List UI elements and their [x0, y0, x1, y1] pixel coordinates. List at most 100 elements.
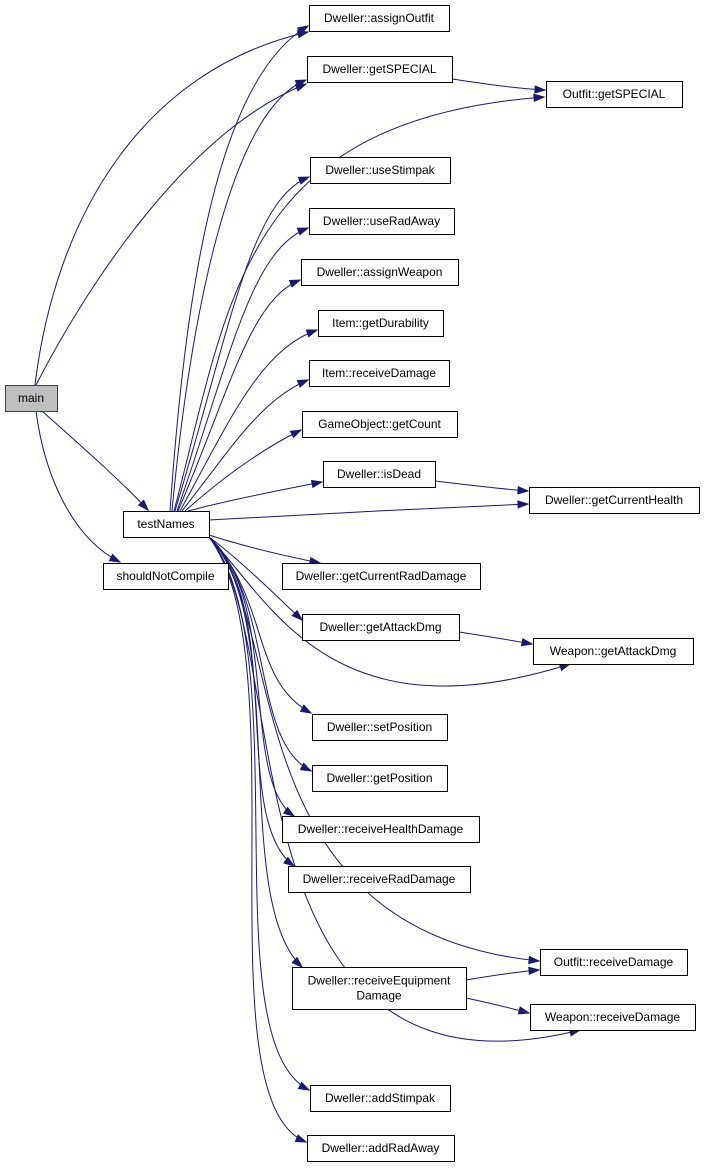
node-label: main [18, 391, 44, 405]
edge-line [181, 379, 309, 512]
edge-line [458, 631, 533, 645]
edge-testNames-isDead [187, 479, 324, 512]
edge-main-assignOutfit [34, 30, 310, 386]
arrowhead-icon [528, 966, 541, 976]
edge-line [179, 329, 318, 512]
node-gameObjectGetCount[interactable]: GameObject::getCount [302, 411, 458, 438]
arrowhead-icon [108, 553, 122, 563]
node-useRadAway[interactable]: Dweller::useRadAway [309, 208, 455, 235]
node-receiveRadDamage[interactable]: Dweller::receiveRadDamage [288, 866, 471, 893]
node-label: Weapon::getAttackDmg [550, 644, 677, 658]
edge-line [35, 410, 121, 563]
edge-line [434, 480, 529, 492]
edge-layer [34, 25, 582, 1143]
edge-line [41, 410, 149, 511]
node-box [5, 385, 58, 412]
node-label: Dweller::useStimpak [325, 163, 435, 177]
node-itemReceiveDamage[interactable]: Item::receiveDamage [309, 360, 450, 387]
node-box [282, 563, 481, 590]
edge-line [208, 536, 295, 817]
node-assignOutfit[interactable]: Dweller::assignOutfit [309, 5, 450, 32]
node-outfitGetSPECIAL[interactable]: Outfit::getSPECIAL [546, 81, 683, 108]
edge-testNames-gameObjectGetCount [184, 429, 303, 512]
edge-line [176, 227, 309, 512]
edge-line [208, 536, 310, 1091]
arrowhead-icon [137, 499, 150, 512]
node-label: Dweller::receiveHealthDamage [298, 822, 464, 836]
edge-line [208, 536, 571, 687]
edge-isDead-getCurrentHealth [434, 480, 530, 495]
node-label: Dweller::assignOutfit [324, 11, 435, 25]
node-addRadAway[interactable]: Dweller::addRadAway [307, 1135, 455, 1162]
arrowhead-icon [520, 637, 534, 647]
arrowhead-icon [310, 479, 324, 489]
arrowhead-icon [533, 93, 546, 102]
node-shouldNotCompile[interactable]: shouldNotCompile [103, 563, 229, 590]
node-weaponGetAttackDmg[interactable]: Weapon::getAttackDmg [533, 638, 694, 665]
node-setPosition[interactable]: Dweller::setPosition [312, 714, 448, 741]
arrowhead-icon [299, 762, 313, 772]
edge-line [173, 96, 545, 512]
node-box [288, 866, 471, 893]
node-label: Dweller::addStimpak [325, 1091, 436, 1105]
node-box [323, 461, 436, 488]
arrowhead-icon [296, 227, 310, 236]
edge-testNames-itemReceiveDamage [181, 379, 310, 512]
node-label: Outfit::receiveDamage [554, 955, 674, 969]
node-receiveHealthDamage[interactable]: Dweller::receiveHealthDamage [282, 816, 480, 843]
arrowhead-icon [517, 486, 530, 495]
edge-line [35, 83, 307, 386]
arrowhead-icon [534, 85, 547, 94]
node-box [302, 411, 458, 438]
arrowhead-icon [289, 429, 303, 439]
node-getSPECIAL[interactable]: Dweller::getSPECIAL [307, 56, 453, 83]
edge-line [169, 25, 309, 512]
node-box [530, 1004, 696, 1031]
edge-receiveEquipmentDamage-outfitReceiveDamage [465, 966, 541, 981]
edge-testNames-getSPECIAL [171, 79, 308, 512]
node-assignWeapon[interactable]: Dweller::assignWeapon [301, 259, 459, 286]
node-box [533, 638, 694, 665]
node-itemGetDurability[interactable]: Item::getDurability [318, 310, 444, 337]
edge-testNames-receiveHealthDamage [208, 536, 296, 817]
node-box [546, 81, 683, 108]
arrowhead-icon [291, 609, 304, 622]
arrowhead-icon [282, 806, 296, 817]
edge-testNames-receiveEquipmentDamage [208, 536, 304, 969]
edge-line [184, 429, 302, 512]
arrowhead-icon [288, 279, 302, 288]
node-addStimpak[interactable]: Dweller::addStimpak [310, 1085, 451, 1112]
node-box [301, 259, 459, 286]
edge-main-shouldNotCompile [35, 410, 122, 563]
node-useStimpak[interactable]: Dweller::useStimpak [310, 157, 451, 184]
node-getPosition[interactable]: Dweller::getPosition [312, 765, 448, 792]
node-outfitReceiveDamage[interactable]: Outfit::receiveDamage [540, 949, 688, 976]
node-getAttackDmg[interactable]: Dweller::getAttackDmg [302, 614, 460, 641]
node-label: Dweller::receiveEquipment [308, 974, 451, 988]
edge-getSPECIAL-outfitGetSPECIAL [451, 78, 547, 94]
arrowhead-icon [517, 1006, 531, 1015]
arrowhead-icon [294, 79, 308, 88]
edge-line [465, 969, 540, 981]
node-label: Dweller::useRadAway [323, 214, 440, 228]
node-getCurrentRadDamage[interactable]: Dweller::getCurrentRadDamage [282, 563, 481, 590]
node-label: Dweller::addRadAway [322, 1141, 440, 1155]
edge-receiveEquipmentDamage-weaponReceiveDamage [465, 997, 531, 1015]
node-label: Weapon::receiveDamage [545, 1010, 681, 1024]
arrowhead-icon [291, 956, 304, 969]
node-label: GameObject::getCount [318, 417, 441, 431]
node-label: Dweller::getCurrentRadDamage [296, 569, 467, 583]
node-main[interactable]: main [5, 385, 58, 412]
node-isDead[interactable]: Dweller::isDead [323, 461, 436, 488]
edge-testNames-weaponGetAttackDmg [208, 536, 572, 687]
node-box [309, 208, 455, 235]
node-testNames[interactable]: testNames [123, 511, 210, 538]
edge-testNames-itemGetDurability [179, 329, 319, 512]
node-weaponReceiveDamage[interactable]: Weapon::receiveDamage [530, 1004, 696, 1031]
edge-line [208, 503, 529, 521]
node-box [307, 1135, 455, 1162]
node-getCurrentHealth[interactable]: Dweller::getCurrentHealth [529, 487, 700, 514]
